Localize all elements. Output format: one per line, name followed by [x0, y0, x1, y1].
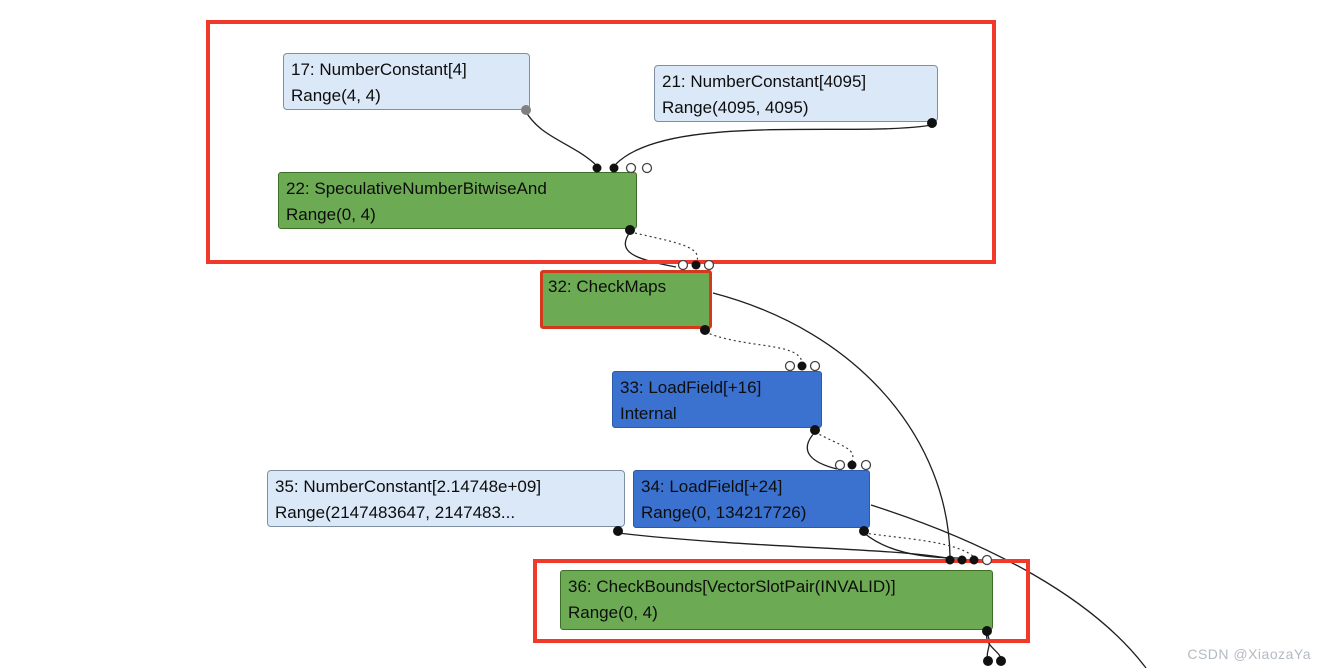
- edge-34-to-36-index: [863, 532, 959, 559]
- edge-endpoint-dot-a: [983, 656, 993, 666]
- node-35-number-constant[interactable]: 35: NumberConstant[2.14748e+09] Range(21…: [267, 470, 625, 527]
- edge-35-to-36-limit: [617, 532, 947, 559]
- edge-36-out-a: [986, 632, 1002, 660]
- node-32-check-maps[interactable]: 32: CheckMaps: [540, 270, 712, 329]
- input-port-33-hollow-b: [809, 360, 821, 372]
- node-35-title: 35: NumberConstant[2.14748e+09]: [275, 477, 542, 496]
- input-port-36-b: [957, 555, 967, 565]
- edge-22-to-32-value: [624, 231, 677, 268]
- node-22-title: 22: SpeculativeNumberBitwiseAnd: [286, 179, 547, 198]
- node-35-range: Range(2147483647, 2147483...: [275, 503, 516, 522]
- edge-endpoint-dot-b: [996, 656, 1006, 666]
- node-17-range: Range(4, 4): [291, 86, 381, 105]
- node-33-load-field[interactable]: 33: LoadField[+16] Internal: [612, 371, 822, 428]
- input-port-36-hollow: [981, 554, 993, 566]
- node-34-load-field[interactable]: 34: LoadField[+24] Range(0, 134217726): [633, 470, 870, 528]
- input-port-32-hollow-a: [677, 259, 689, 271]
- node-21-range: Range(4095, 4095): [662, 98, 809, 117]
- node-36-title: 36: CheckBounds[VectorSlotPair(INVALID)]: [568, 577, 896, 596]
- input-port-36-c: [969, 555, 979, 565]
- node-22-range: Range(0, 4): [286, 205, 376, 224]
- node-33-subtitle: Internal: [620, 404, 677, 423]
- input-port-33: [797, 361, 807, 371]
- node-34-title: 34: LoadField[+24]: [641, 477, 783, 496]
- input-port-22-hollow-b: [641, 162, 653, 174]
- node-33-title: 33: LoadField[+16]: [620, 378, 762, 397]
- node-34-range: Range(0, 134217726): [641, 503, 807, 522]
- input-port-34-hollow-a: [834, 459, 846, 471]
- node-21-number-constant[interactable]: 21: NumberConstant[4095] Range(4095, 409…: [654, 65, 938, 122]
- edge-34-to-36-effect: [863, 532, 974, 557]
- edge-22-to-32-effect: [629, 231, 699, 262]
- node-36-check-bounds[interactable]: 36: CheckBounds[VectorSlotPair(INVALID)]…: [560, 570, 993, 630]
- edge-21-to-22: [615, 124, 933, 165]
- node-17-number-constant[interactable]: 17: NumberConstant[4] Range(4, 4): [283, 53, 530, 110]
- node-21-title: 21: NumberConstant[4095]: [662, 72, 867, 91]
- edge-33-to-34-effect: [814, 431, 854, 462]
- input-port-33-hollow-a: [784, 360, 796, 372]
- node-17-title: 17: NumberConstant[4]: [291, 60, 467, 79]
- output-port-35: [613, 526, 623, 536]
- node-36-range: Range(0, 4): [568, 603, 658, 622]
- edge-36-out-b: [986, 632, 990, 660]
- watermark: CSDN @XiaozaYa: [1187, 646, 1311, 662]
- edge-32-to-33-effect: [704, 331, 803, 363]
- input-port-32-hollow-b: [703, 259, 715, 271]
- input-port-36-a: [945, 555, 955, 565]
- edge-17-to-22: [525, 111, 596, 165]
- input-port-34-hollow-b: [860, 459, 872, 471]
- node-32-title: 32: CheckMaps: [548, 277, 667, 296]
- edge-33-to-34-value: [806, 431, 838, 470]
- node-22-speculative-number-bitwise-and[interactable]: 22: SpeculativeNumberBitwiseAnd Range(0,…: [278, 172, 637, 229]
- input-port-32: [691, 260, 701, 270]
- input-port-34: [847, 460, 857, 470]
